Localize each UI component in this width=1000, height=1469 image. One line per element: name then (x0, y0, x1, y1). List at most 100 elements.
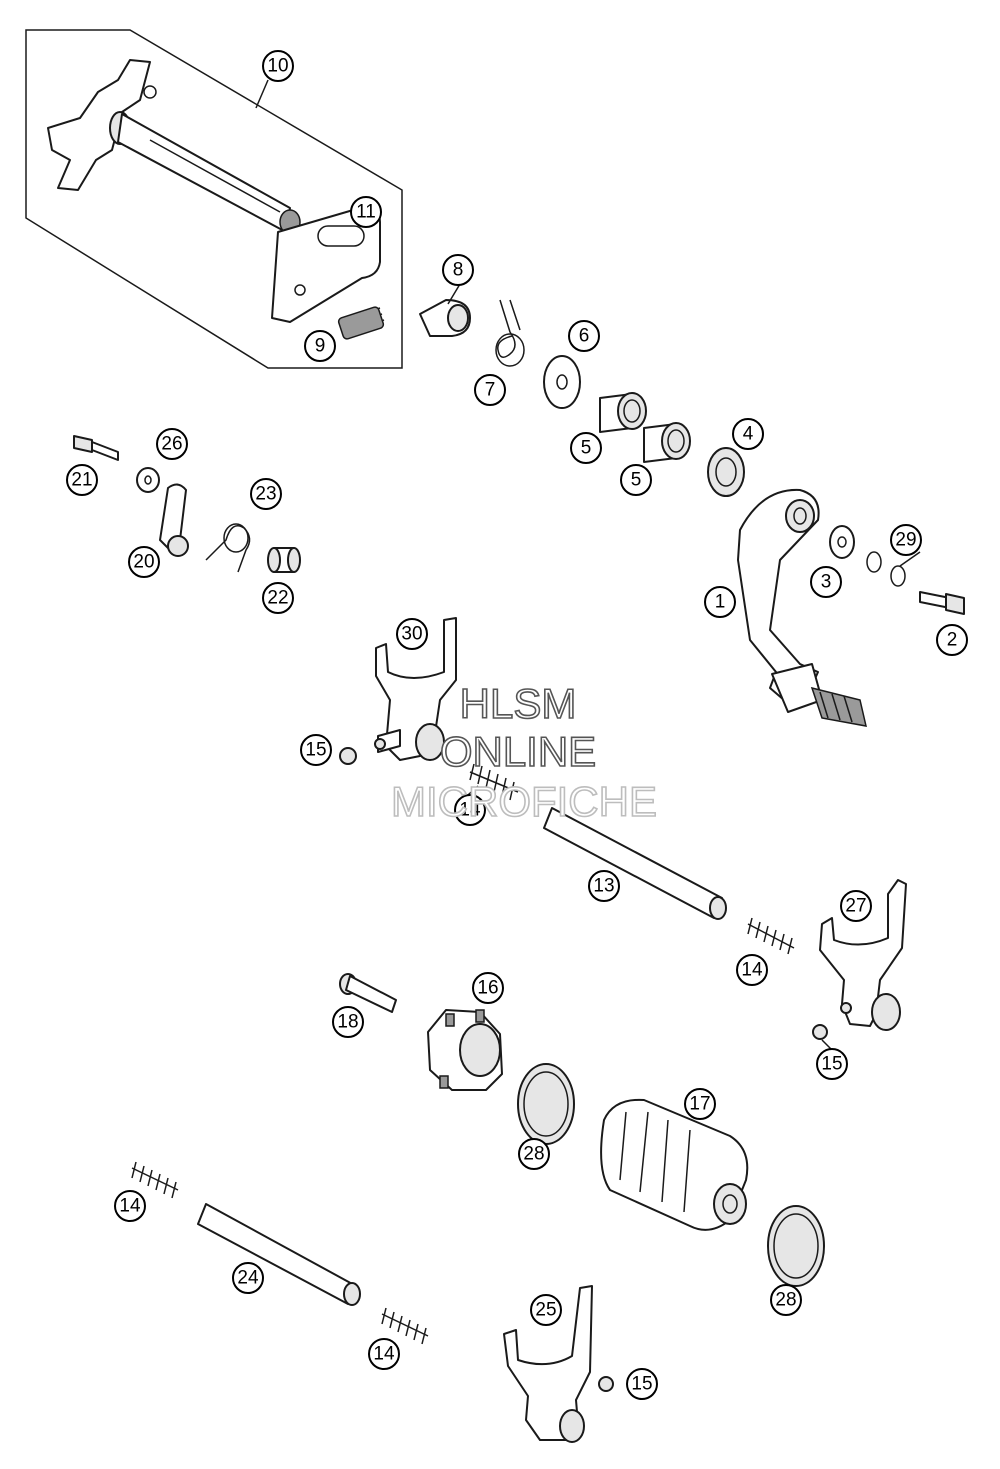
callout-26[interactable]: 26 (156, 428, 188, 460)
spring-14b-part[interactable] (747, 917, 795, 955)
shift-drum-17-part[interactable] (600, 1098, 749, 1231)
callout-8-label: 8 (453, 260, 464, 281)
watermark-line1: HLSM (460, 680, 577, 727)
callout-8[interactable]: 8 (442, 254, 474, 286)
callout-13[interactable]: 13 (588, 870, 620, 902)
shift-star-16-part[interactable] (427, 1009, 503, 1091)
bearing-28b-part[interactable] (767, 1205, 825, 1287)
bearing-28a-part[interactable] (517, 1063, 575, 1145)
callout-25[interactable]: 25 (530, 1294, 562, 1326)
shift-fork-25-part[interactable] (503, 1285, 593, 1443)
callout-14b-label: 14 (741, 960, 763, 981)
callout-5a-label: 5 (581, 438, 592, 459)
callout-4[interactable]: 4 (732, 418, 764, 450)
callout-16-label: 16 (477, 978, 498, 999)
needle-bearing-5a-part[interactable] (599, 392, 647, 433)
callout-5b[interactable]: 5 (620, 464, 652, 496)
callout-7[interactable]: 7 (474, 374, 506, 406)
callout-10-label: 10 (267, 56, 288, 77)
roller-15b-part[interactable] (812, 1024, 828, 1040)
roller-15c-part[interactable] (598, 1376, 614, 1392)
shift-shaft-assembly-box (25, 29, 403, 369)
callout-27[interactable]: 27 (840, 890, 872, 922)
watermark: HLSM ONLINE MICROFICHE (390, 679, 658, 826)
callout-15a[interactable]: 15 (300, 734, 332, 766)
washer-26-part[interactable] (136, 467, 160, 493)
callout-24-label: 24 (237, 1268, 259, 1289)
callout-9[interactable]: 9 (304, 330, 336, 362)
spring-9-part[interactable] (337, 306, 385, 340)
callout-18-label: 18 (337, 1012, 358, 1033)
lock-washer-29-part[interactable] (866, 551, 906, 587)
callout-5a[interactable]: 5 (570, 432, 602, 464)
callout-30[interactable]: 30 (396, 618, 428, 650)
shift-fork-27-part[interactable] (819, 879, 907, 1031)
rod-24-part[interactable] (197, 1203, 361, 1306)
spring-14a-part[interactable] (469, 763, 519, 801)
shift-lever-1-part[interactable] (737, 488, 867, 727)
callout-14b[interactable]: 14 (736, 954, 768, 986)
callout-28b-label: 28 (775, 1290, 796, 1311)
callout-4-label: 4 (743, 424, 754, 445)
callout-22[interactable]: 22 (262, 582, 294, 614)
seal-ring-4-part[interactable] (707, 447, 745, 497)
callout-28b[interactable]: 28 (770, 1284, 802, 1316)
watermark-line2: ONLINE (440, 728, 596, 775)
callout-29[interactable]: 29 (890, 524, 922, 556)
callout-14c-label: 14 (119, 1196, 141, 1217)
washer-3-part[interactable] (829, 525, 855, 559)
shift-fork-30-part[interactable] (374, 617, 457, 761)
rod-13-part[interactable] (543, 807, 727, 920)
callout-11[interactable]: 11 (350, 196, 382, 228)
needle-bearing-5b-part[interactable] (643, 422, 691, 463)
callout-5b-label: 5 (631, 470, 642, 491)
callout-15b[interactable]: 15 (816, 1048, 848, 1080)
shift-shaft-part[interactable] (47, 59, 301, 235)
spring-14c-part[interactable] (131, 1161, 179, 1199)
roller-15a-part[interactable] (339, 747, 357, 765)
callout-15b-label: 15 (821, 1054, 842, 1075)
callout-14d-label: 14 (373, 1344, 395, 1365)
bolt-21-part[interactable] (73, 435, 119, 461)
callout-6[interactable]: 6 (568, 320, 600, 352)
callout-21-label: 21 (71, 470, 92, 491)
callout-21[interactable]: 21 (66, 464, 98, 496)
bolt-18-part[interactable] (339, 973, 397, 1013)
callout-14d[interactable]: 14 (368, 1338, 400, 1370)
callout-28a-label: 28 (523, 1144, 544, 1165)
callout-23[interactable]: 23 (250, 478, 282, 510)
callout-6-label: 6 (579, 326, 590, 347)
callout-17[interactable]: 17 (684, 1088, 716, 1120)
callout-3[interactable]: 3 (810, 566, 842, 598)
callout-20-label: 20 (133, 552, 154, 573)
spring-14d-part[interactable] (381, 1307, 429, 1345)
callout-18[interactable]: 18 (332, 1006, 364, 1038)
watermark-line3: MICROFICHE (391, 778, 657, 825)
callout-24[interactable]: 24 (232, 1262, 264, 1294)
callout-14a[interactable]: 14 (454, 794, 486, 826)
bushing-22-part[interactable] (267, 547, 301, 573)
callout-28a[interactable]: 28 (518, 1138, 550, 1170)
lever-20-part[interactable] (159, 483, 189, 557)
callout-7-label: 7 (485, 380, 496, 401)
callout-2[interactable]: 2 (936, 624, 968, 656)
callout-17-label: 17 (689, 1094, 710, 1115)
callout-15a-label: 15 (305, 740, 326, 761)
callout-16[interactable]: 16 (472, 972, 504, 1004)
spring-23-part[interactable] (205, 523, 251, 573)
callout-9-label: 9 (315, 336, 326, 357)
guide-8-part[interactable] (419, 299, 471, 337)
callout-14a-label: 14 (459, 800, 481, 821)
callout-3-label: 3 (821, 572, 832, 593)
washer-6-part[interactable] (543, 355, 581, 409)
bolt-2-part[interactable] (919, 591, 965, 615)
callout-15c[interactable]: 15 (626, 1368, 658, 1400)
callout-10[interactable]: 10 (262, 50, 294, 82)
callout-1[interactable]: 1 (704, 586, 736, 618)
callout-2-label: 2 (947, 630, 958, 651)
callout-20[interactable]: 20 (128, 546, 160, 578)
callout-14c[interactable]: 14 (114, 1190, 146, 1222)
callout-13-label: 13 (593, 876, 614, 897)
torsion-spring-7-part[interactable] (495, 299, 525, 367)
